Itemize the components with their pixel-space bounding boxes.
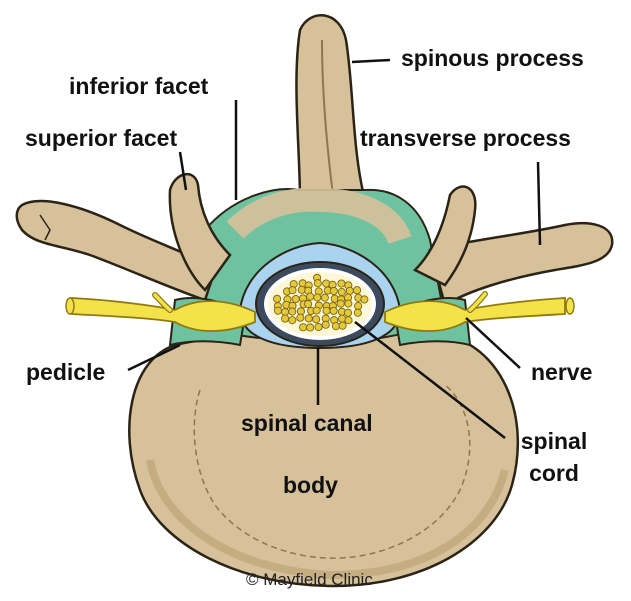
label-spinous-process: spinous process [401, 47, 584, 70]
nerve-fiber [313, 307, 320, 314]
nerve-fiber [305, 315, 312, 322]
nerve-fiber [314, 294, 321, 301]
label-spinal-cord-line1: spinal [514, 430, 594, 453]
nerve-fiber [289, 317, 296, 324]
nerve-fiber [289, 287, 296, 294]
copyright-notice: © Mayfield Clinic [246, 571, 373, 588]
label-transverse-process: transverse process [360, 127, 571, 150]
nerve-fiber [361, 296, 368, 303]
nerve-fiber [353, 287, 360, 294]
nerve-fiber [314, 280, 321, 287]
nerve-fiber [339, 322, 346, 329]
nerve-fiber [273, 295, 280, 302]
label-pedicle: pedicle [26, 361, 105, 384]
nerve-fiber [297, 314, 304, 321]
nerve-fiber [315, 323, 322, 330]
nerve-fiber [346, 287, 353, 294]
nerve-fiber [289, 308, 296, 315]
nerve-fiber [338, 288, 345, 295]
nerve-fiber [313, 316, 320, 323]
nerve-fiber [332, 323, 339, 330]
label-spinal-cord-line2: cord [514, 462, 594, 485]
nerve-fiber [292, 295, 299, 302]
nerve-fiber [337, 300, 344, 307]
nerve-fiber [274, 307, 281, 314]
nerve-fiber [321, 294, 328, 301]
leader-spinous-process [352, 60, 390, 62]
nerve-fiber [354, 309, 361, 316]
nerve-fiber [304, 300, 311, 307]
label-inferior-facet: inferior facet [69, 75, 208, 98]
nerve-fiber [300, 324, 307, 331]
nerve-fiber [307, 293, 314, 300]
nerve-fiber [344, 309, 351, 316]
vertebral-body [129, 330, 518, 586]
nerve-fiber [355, 302, 362, 309]
nerve-fiber [323, 280, 330, 287]
nerve-fiber [322, 321, 329, 328]
nerve-fiber [282, 308, 289, 315]
nerve-fiber [338, 280, 345, 287]
nerve-fiber [345, 300, 352, 307]
label-superior-facet: superior facet [25, 127, 177, 150]
nerve-fiber [330, 307, 337, 314]
nerve-fiber [323, 307, 330, 314]
label-spinal-canal: spinal canal [241, 412, 373, 435]
nerve-fiber [330, 287, 337, 294]
label-body: body [283, 474, 338, 497]
nerve-fiber [281, 315, 288, 322]
nerve-fiber [307, 324, 314, 331]
nerve-fiber [345, 317, 352, 324]
label-nerve: nerve [531, 361, 592, 384]
